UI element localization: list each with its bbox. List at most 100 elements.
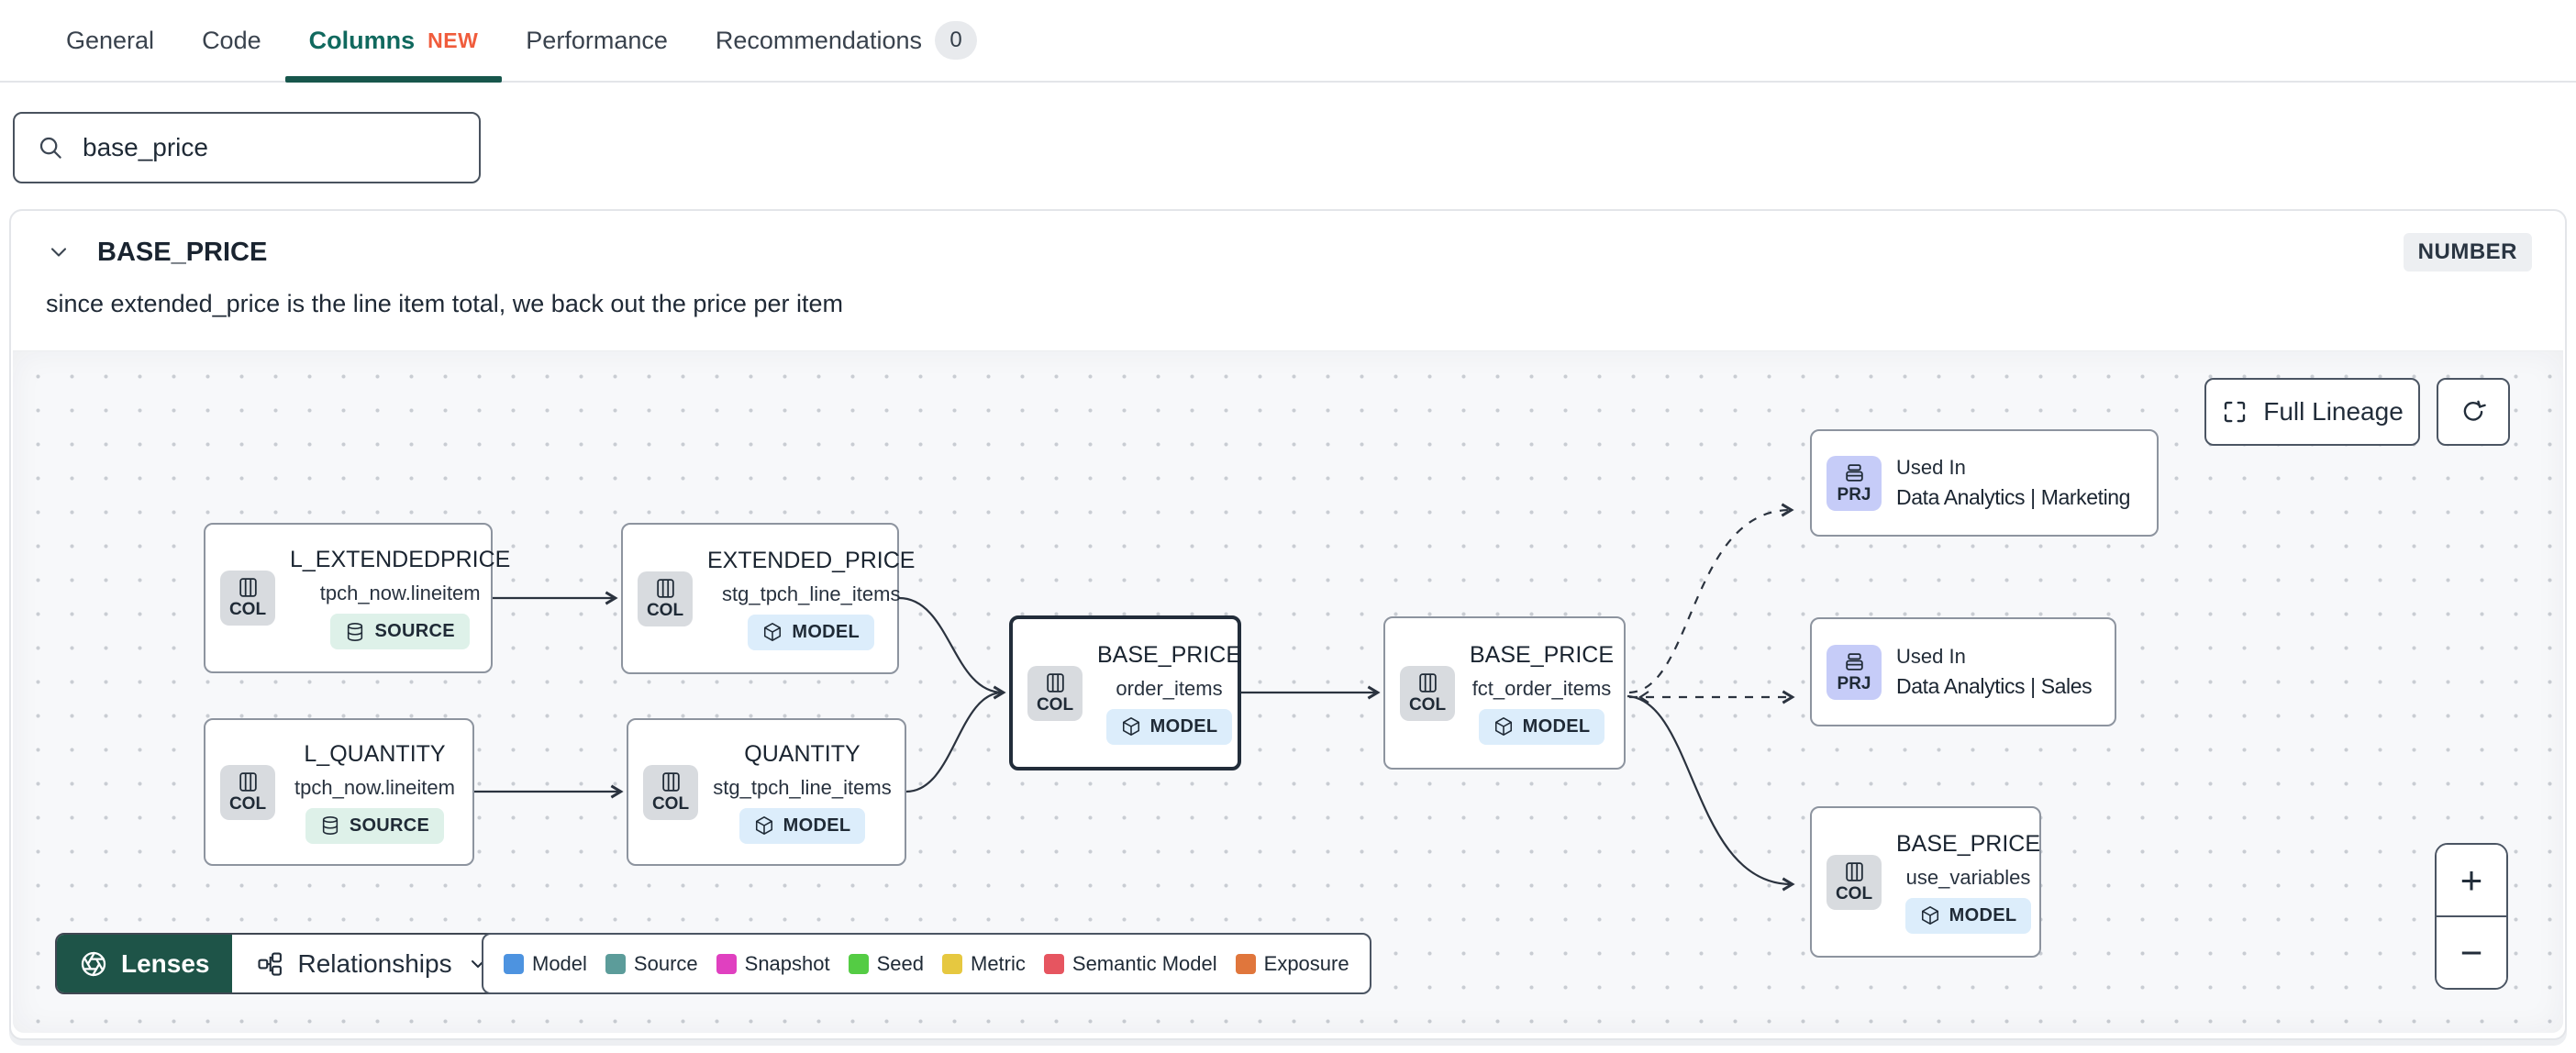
lenses-button[interactable]: Lenses bbox=[57, 935, 232, 992]
cube-icon bbox=[1921, 906, 1938, 925]
node-subtitle: tpch_now.lineitem bbox=[319, 582, 481, 604]
badge-label: MODEL bbox=[783, 815, 851, 836]
column-description: since extended_price is the line item to… bbox=[46, 290, 843, 317]
legend-swatch bbox=[848, 953, 869, 974]
search-row bbox=[0, 83, 2576, 209]
collapse-chevron-icon[interactable] bbox=[46, 239, 72, 265]
node-title: Data Analytics | Marketing bbox=[1896, 485, 2131, 509]
badge-label: SOURCE bbox=[349, 815, 430, 836]
legend-item-model: Model bbox=[504, 952, 587, 976]
node-subtitle: stg_tpch_line_items bbox=[722, 582, 901, 605]
node-subtitle: stg_tpch_line_items bbox=[713, 775, 892, 799]
legend-item-source: Source bbox=[605, 952, 698, 976]
tab-columns[interactable]: Columns NEW bbox=[284, 0, 503, 83]
tab-bar: General Code Columns NEW Performance Rec… bbox=[0, 0, 2576, 83]
legend-swatch bbox=[942, 953, 962, 974]
kind-label: PRJ bbox=[1837, 484, 1871, 504]
lineage-node-l-extendedprice[interactable]: COL L_EXTENDEDPRICE tpch_now.lineitem SO… bbox=[204, 523, 510, 673]
tab-code[interactable]: Code bbox=[178, 0, 285, 81]
node-title: BASE_PRICE bbox=[1896, 830, 2041, 857]
legend-swatch bbox=[504, 953, 524, 974]
cube-icon bbox=[1494, 717, 1512, 736]
tab-recommendations[interactable]: Recommendations 0 bbox=[692, 0, 1001, 81]
tab-label: Columns bbox=[308, 26, 416, 54]
legend-label: Seed bbox=[876, 951, 924, 975]
table-columns-icon bbox=[1418, 672, 1437, 693]
tab-label: Performance bbox=[526, 26, 668, 54]
resource-type-badge: MODEL bbox=[738, 807, 866, 844]
column-kind-badge: COL bbox=[220, 571, 275, 626]
refresh-icon bbox=[2463, 400, 2486, 421]
new-badge: NEW bbox=[427, 28, 479, 52]
legend-label: Source bbox=[633, 951, 698, 975]
lineage-node-base-price-use-variables[interactable]: COL BASE_PRICE use_variables MODEL bbox=[1810, 806, 2041, 958]
resource-type-badge: MODEL bbox=[748, 614, 875, 650]
node-subtitle: fct_order_items bbox=[1471, 676, 1612, 700]
legend-label: Metric bbox=[971, 951, 1026, 975]
legend-item-snapshot: Snapshot bbox=[716, 952, 830, 976]
lineage-node-used-in-marketing[interactable]: PRJ Used In Data Analytics | Marketing bbox=[1810, 429, 2159, 537]
resource-type-badge: MODEL bbox=[1105, 708, 1233, 745]
column-kind-badge: COL bbox=[1027, 665, 1083, 721]
relationships-label: Relationships bbox=[297, 948, 452, 978]
zoom-control: + − bbox=[2435, 843, 2508, 990]
full-lineage-button[interactable]: Full Lineage bbox=[2204, 378, 2420, 446]
column-card: BASE_PRICE NUMBER since extended_price i… bbox=[9, 209, 2567, 1040]
badge-label: MODEL bbox=[1949, 904, 2017, 926]
column-type-badge: NUMBER bbox=[2403, 233, 2532, 272]
table-columns-icon bbox=[1845, 861, 1863, 881]
refresh-lineage-button[interactable] bbox=[2437, 378, 2510, 446]
cube-icon bbox=[764, 623, 782, 641]
aperture-icon bbox=[81, 951, 106, 976]
lineage-node-base-price-fct-order-items[interactable]: COL BASE_PRICE fct_order_items MODEL bbox=[1383, 616, 1626, 770]
lineage-node-extended-price[interactable]: COL EXTENDED_PRICE stg_tpch_line_items M… bbox=[621, 523, 915, 674]
full-lineage-label: Full Lineage bbox=[2263, 397, 2404, 426]
kind-label: COL bbox=[1408, 694, 1447, 715]
chevron-down-icon bbox=[471, 959, 484, 968]
expand-icon bbox=[2225, 401, 2246, 423]
zoom-in-button[interactable]: + bbox=[2437, 845, 2506, 917]
database-icon bbox=[322, 816, 338, 835]
legend-swatch bbox=[716, 953, 737, 974]
lineage-node-l-quantity[interactable]: COL L_QUANTITY tpch_now.lineitem SOURCE bbox=[204, 718, 474, 866]
lineage-node-base-price-order-items[interactable]: COL BASE_PRICE order_items MODEL bbox=[1009, 615, 1241, 770]
project-kind-badge: PRJ bbox=[1827, 644, 1882, 700]
node-title: BASE_PRICE bbox=[1097, 641, 1242, 668]
column-name: BASE_PRICE bbox=[97, 237, 268, 267]
node-subtitle: tpch_now.lineitem bbox=[294, 775, 455, 799]
database-icon bbox=[348, 622, 363, 641]
zoom-out-button[interactable]: − bbox=[2437, 917, 2506, 988]
search-input[interactable] bbox=[83, 133, 457, 162]
resource-type-badge: SOURCE bbox=[330, 614, 470, 649]
column-kind-badge: COL bbox=[643, 764, 698, 820]
used-in-label: Used In bbox=[1896, 645, 1966, 668]
archive-box-icon bbox=[1845, 463, 1863, 482]
column-search[interactable] bbox=[13, 112, 481, 183]
table-columns-icon bbox=[239, 578, 257, 597]
cube-icon bbox=[1122, 717, 1139, 736]
lineage-node-used-in-sales[interactable]: PRJ Used In Data Analytics | Sales bbox=[1810, 617, 2116, 726]
table-columns-icon bbox=[656, 578, 674, 598]
lenses-label: Lenses bbox=[121, 948, 210, 978]
node-title: L_EXTENDEDPRICE bbox=[290, 547, 511, 572]
search-icon bbox=[39, 137, 61, 159]
node-title: BASE_PRICE bbox=[1470, 641, 1615, 668]
lens-bar: Lenses Relationships bbox=[55, 933, 515, 994]
resource-type-badge: SOURCE bbox=[305, 807, 445, 844]
node-title: L_QUANTITY bbox=[304, 740, 446, 767]
recommendations-count-badge: 0 bbox=[935, 21, 977, 60]
lineage-node-quantity[interactable]: COL QUANTITY stg_tpch_line_items MODEL bbox=[627, 718, 906, 866]
cube-icon bbox=[755, 816, 772, 835]
tab-general[interactable]: General bbox=[42, 0, 178, 81]
column-kind-badge: COL bbox=[1827, 854, 1882, 910]
relationships-dropdown[interactable]: Relationships bbox=[231, 935, 513, 992]
kind-label: COL bbox=[1835, 883, 1873, 903]
resource-type-badge: MODEL bbox=[1478, 708, 1605, 745]
legend-label: Model bbox=[532, 951, 587, 975]
tab-performance[interactable]: Performance bbox=[502, 0, 692, 81]
node-title: QUANTITY bbox=[744, 740, 861, 767]
legend-label: Snapshot bbox=[744, 951, 830, 975]
lineage-canvas[interactable]: COL L_EXTENDEDPRICE tpch_now.lineitem SO… bbox=[13, 350, 2563, 1033]
lineage-edges bbox=[474, 503, 1795, 892]
project-kind-badge: PRJ bbox=[1827, 455, 1882, 511]
